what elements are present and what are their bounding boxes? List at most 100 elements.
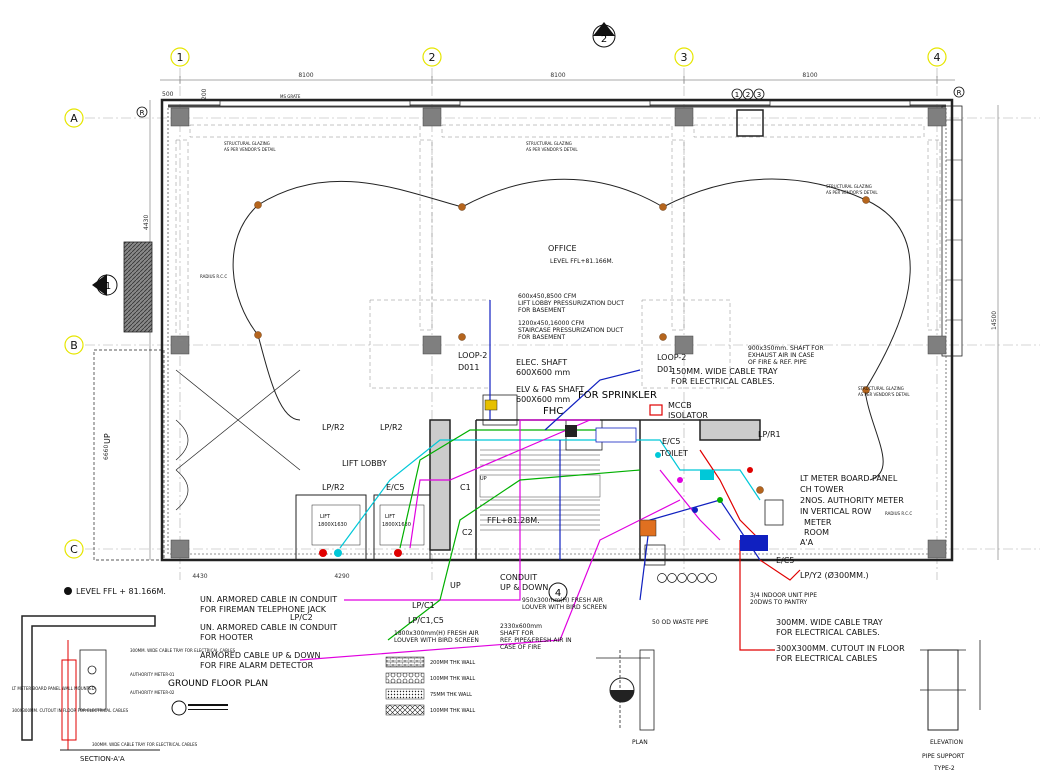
section-marker-left-label: 1	[105, 281, 111, 292]
svg-text:PLAN: PLAN	[632, 739, 648, 746]
svg-text:AS PER VENDOR'S DETAIL: AS PER VENDOR'S DETAIL	[858, 392, 910, 397]
svg-text:150MM. WIDE CABLE TRAY: 150MM. WIDE CABLE TRAY	[671, 367, 778, 376]
svg-text:UN. ARMORED CABLE IN CONDUIT: UN. ARMORED CABLE IN CONDUIT	[200, 595, 337, 604]
section-marker-bottom: 4	[548, 582, 568, 602]
lift-b-size: 1800X1630	[382, 522, 411, 528]
svg-text:300X300MM. CUTOUT IN FLOOR FOR: 300X300MM. CUTOUT IN FLOOR FOR ELECTRICA…	[12, 708, 129, 713]
svg-text:MS GRATE: MS GRATE	[280, 94, 301, 99]
svg-text:FOR ELECTRICAL CABLES.: FOR ELECTRICAL CABLES.	[776, 628, 880, 637]
svg-text:R: R	[140, 109, 145, 117]
svg-text:LP/R2: LP/R2	[322, 483, 345, 492]
svg-text:D011: D011	[458, 363, 479, 372]
section-aa-detail: 300MM. WIDE CABLE TRAY FOR ELECTRICAL CA…	[12, 615, 236, 763]
svg-text:SECTION-A'A: SECTION-A'A	[80, 755, 125, 763]
svg-text:IN VERTICAL ROW: IN VERTICAL ROW	[800, 507, 872, 516]
svg-text:RADIUS R.C.C: RADIUS R.C.C	[885, 511, 912, 516]
section-marker-left: 1	[92, 274, 118, 296]
lift-shafts	[295, 494, 431, 561]
svg-text:50 OD WASTE PIPE: 50 OD WASTE PIPE	[652, 619, 709, 626]
cable-routes	[299, 300, 801, 661]
svg-text:FOR FIRE ALARM DETECTOR: FOR FIRE ALARM DETECTOR	[200, 661, 314, 670]
office-label: OFFICE	[548, 244, 577, 253]
svg-text:300MM. WIDE CABLE TRAY: 300MM. WIDE CABLE TRAY	[776, 618, 883, 627]
svg-text:20DWS TO PANTRY: 20DWS TO PANTRY	[750, 599, 807, 606]
beam-outlines	[175, 124, 941, 389]
svg-text:LP/C1: LP/C1	[412, 601, 435, 610]
svg-text:METER: METER	[804, 518, 832, 527]
svg-text:1: 1	[735, 91, 739, 99]
svg-text:950x300mm(H) FRESH AIR: 950x300mm(H) FRESH AIR	[522, 597, 603, 604]
svg-text:LP/Y2 (Ø300MM.): LP/Y2 (Ø300MM.)	[800, 570, 869, 580]
svg-text:EXHAUST AIR IN CASE: EXHAUST AIR IN CASE	[748, 352, 815, 359]
grid-col-1: 1	[177, 51, 184, 64]
svg-text:75MM THK WALL: 75MM THK WALL	[430, 692, 472, 698]
right-glazing	[941, 105, 963, 357]
svg-text:FOR SPRINKLER: FOR SPRINKLER	[578, 390, 657, 401]
lift-a-label: LIFT	[320, 514, 331, 520]
bottom-ref-circles	[657, 573, 717, 583]
svg-text:ELV & FAS SHAFT: ELV & FAS SHAFT	[516, 385, 584, 394]
svg-text:PIPE SUPPORT: PIPE SUPPORT	[922, 753, 965, 760]
up-stair-label: UP	[480, 476, 487, 482]
device-cluster	[319, 399, 784, 557]
svg-text:LP/R1: LP/R1	[758, 430, 781, 439]
svg-text:LOUVER WITH BIRD SCREEN: LOUVER WITH BIRD SCREEN	[522, 604, 607, 611]
left-lobby-outline	[93, 349, 301, 561]
svg-text:SHAFT FOR: SHAFT FOR	[500, 630, 534, 637]
svg-text:A'A: A'A	[800, 538, 814, 547]
svg-text:TYPE-2: TYPE-2	[933, 765, 955, 772]
svg-text:ISOLATOR: ISOLATOR	[668, 411, 708, 420]
svg-text:AUTHORITY METER-02: AUTHORITY METER-02	[130, 690, 175, 695]
svg-text:1800x300mm(H) FRESH AIR: 1800x300mm(H) FRESH AIR	[394, 630, 479, 637]
svg-text:STRUCTURAL GLAZING: STRUCTURAL GLAZING	[526, 141, 572, 146]
grid-col-4: 4	[934, 51, 941, 64]
svg-text:LIFT LOBBY PRESSURIZATION DUCT: LIFT LOBBY PRESSURIZATION DUCT	[518, 300, 624, 307]
section-marker-top: 2	[592, 22, 616, 48]
svg-text:2: 2	[746, 91, 750, 99]
svg-text:LT METER BOARD PANEL WALL MOUN: LT METER BOARD PANEL WALL MOUNTED	[12, 686, 95, 691]
svg-text:C1: C1	[460, 483, 471, 492]
svg-text:FOR FIREMAN TELEPHONE JACK: FOR FIREMAN TELEPHONE JACK	[200, 605, 327, 614]
office-level-label: LEVEL FFL+81.166M.	[550, 258, 614, 265]
svg-text:E/C5: E/C5	[662, 437, 680, 446]
section-marker-bottom-label: 4	[555, 588, 561, 599]
grid-row-b: B	[70, 339, 78, 352]
staircase	[479, 449, 601, 531]
loop-devices	[254, 196, 870, 494]
svg-text:600x450,8500 CFM: 600x450,8500 CFM	[518, 293, 576, 300]
dim-14500: 14500	[991, 311, 998, 330]
plan-detail: PLAN	[596, 649, 655, 746]
dim-8100-b: 8100	[550, 72, 565, 79]
dim-8100-c: 8100	[802, 72, 817, 79]
svg-text:E/C5: E/C5	[776, 556, 794, 565]
svg-text:RADIUS R.C.C: RADIUS R.C.C	[200, 274, 227, 279]
elevation-detail: ELEVATION PIPE SUPPORT TYPE-2	[920, 640, 981, 772]
svg-text:E/C5: E/C5	[386, 483, 404, 492]
dim-500: 500	[162, 91, 174, 98]
svg-text:LIFT LOBBY: LIFT LOBBY	[342, 459, 387, 468]
dim-4290: 4290	[334, 573, 349, 580]
svg-text:MCCB: MCCB	[668, 401, 692, 410]
wall-legend: 200MM THK WALL 100MM THK WALL 75MM THK W…	[385, 656, 475, 716]
svg-text:ARMORED CABLE UP & DOWN: ARMORED CABLE UP & DOWN	[200, 651, 321, 660]
svg-text:STRUCTURAL GLAZING: STRUCTURAL GLAZING	[858, 386, 904, 391]
svg-text:900x350mm. SHAFT FOR: 900x350mm. SHAFT FOR	[748, 345, 824, 352]
svg-text:ELEC. SHAFT: ELEC. SHAFT	[516, 358, 567, 367]
svg-text:LOOP-2: LOOP-2	[657, 353, 686, 362]
svg-text:LP/R2: LP/R2	[322, 423, 345, 432]
structural-columns	[170, 107, 947, 559]
svg-text:600X600 mm: 600X600 mm	[516, 368, 570, 377]
svg-text:LP/C2: LP/C2	[290, 613, 313, 622]
svg-text:LP/R2: LP/R2	[380, 423, 403, 432]
svg-text:CONDUIT: CONDUIT	[500, 573, 537, 582]
svg-text:600X600 mm: 600X600 mm	[516, 395, 570, 404]
svg-text:UN. ARMORED CABLE IN CONDUIT: UN. ARMORED CABLE IN CONDUIT	[200, 623, 337, 632]
svg-text:FOR HOOTER: FOR HOOTER	[200, 633, 254, 642]
grid-bubbles-columns: 1 2 3 4	[170, 47, 947, 67]
lift-a-size: 1800X1630	[318, 522, 347, 528]
svg-text:300X300MM. CUTOUT IN FLOOR: 300X300MM. CUTOUT IN FLOOR	[776, 644, 905, 653]
ground-floor-plan-title: GROUND FLOOR PLAN	[168, 679, 268, 689]
dim-8100-a: 8100	[298, 72, 313, 79]
svg-text:STRUCTURAL GLAZING: STRUCTURAL GLAZING	[826, 184, 872, 189]
